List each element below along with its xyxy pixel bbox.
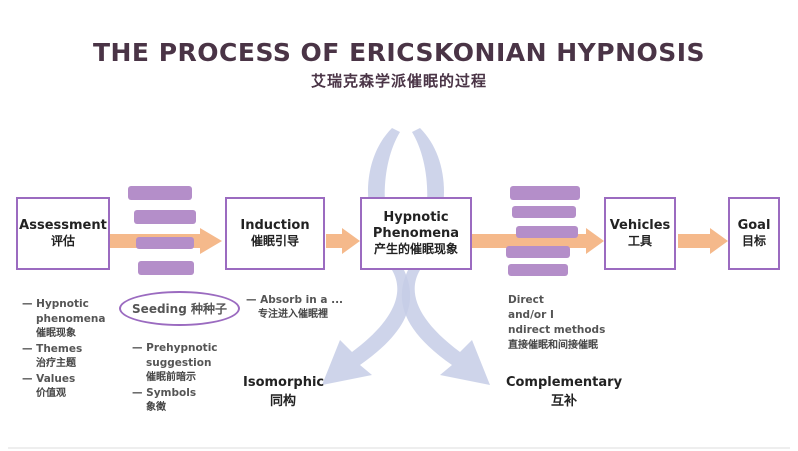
note-line: — Values (22, 372, 76, 385)
hypnotic-phenomena-box: Hypnotic Phenomena 产生的催眠现象 (360, 197, 472, 270)
note-line: 直接催眠和间接催眠 (508, 339, 598, 351)
vehicles-box: Vehicles 工具 (604, 197, 676, 270)
note-line: 专注进入催眠裡 (258, 309, 328, 321)
complementary-en: Complementary (505, 375, 623, 390)
assessment-notes: — Hypnotic phenomena 催眠现象 — Themes 治疗主题 … (22, 297, 105, 401)
note-line: 象徵 (146, 402, 166, 414)
isomorphic-zh: 同构 (269, 393, 296, 409)
vehicles-label: Vehicles (609, 217, 671, 233)
arrow-2 (326, 228, 360, 254)
hypnotic-label-zh: 产生的催眠现象 (373, 242, 458, 257)
note-line: — Prehypnotic (132, 342, 218, 354)
phenomena-notes: Direct and/or I ndirect methods 直接催眠和间接催… (508, 293, 605, 353)
note-line: ndirect methods (508, 324, 606, 337)
arrow-4 (678, 228, 728, 254)
note-line: Direct (508, 294, 544, 306)
hypnotic-label-line2: Phenomena (372, 226, 460, 241)
goal-box: Goal 目标 (728, 197, 780, 270)
note-line: 催眠前暗示 (146, 372, 196, 384)
note-line: 价值观 (36, 387, 66, 399)
complementary-curve-arrow (401, 128, 490, 385)
isomorphic-label: Isomorphic 同构 (243, 374, 325, 412)
stripes-right (506, 186, 580, 276)
complementary-zh: 互补 (550, 393, 577, 409)
note-line: 治疗主题 (36, 358, 76, 370)
complementary-label: Complementary 互补 (505, 374, 623, 412)
induction-label-zh: 催眠引导 (250, 234, 299, 249)
page-title: THE PROCESS OF ERICSKONIAN HYPNOSIS (92, 38, 706, 67)
seeding-oval: Seeding 种种子 (119, 291, 240, 326)
assessment-box: Assessment 评估 (16, 197, 110, 270)
assessment-label-zh: 评估 (50, 234, 75, 249)
goal-label: Goal (737, 217, 771, 233)
hypnotic-label-line1: Hypnotic (383, 209, 449, 225)
induction-box: Induction 催眠引导 (225, 197, 325, 270)
stripes-left (128, 186, 196, 275)
assessment-label: Assessment (19, 217, 107, 233)
note-line: suggestion (146, 357, 212, 370)
note-line: 催眠现象 (36, 328, 76, 340)
note-line: — Themes (22, 342, 83, 355)
note-line: phenomena (36, 313, 106, 326)
goal-label-zh: 目标 (741, 234, 766, 249)
induction-label: Induction (240, 217, 310, 233)
note-line: — Symbols (132, 386, 197, 399)
vehicles-label-zh: 工具 (627, 234, 652, 249)
isomorphic-en: Isomorphic (243, 375, 325, 390)
seeding-notes: — Prehypnotic suggestion 催眠前暗示 — Symbols… (132, 341, 218, 416)
note-line: and/or I (508, 309, 554, 322)
note-line: — Absorb in a ... (246, 294, 344, 306)
induction-notes: — Absorb in a ... 专注进入催眠裡 (246, 293, 343, 323)
isomorphic-curve-arrow (322, 128, 411, 385)
page-subtitle: 艾瑞克森学派催眠的过程 (310, 72, 487, 90)
note-line: — Hypnotic (22, 298, 89, 310)
